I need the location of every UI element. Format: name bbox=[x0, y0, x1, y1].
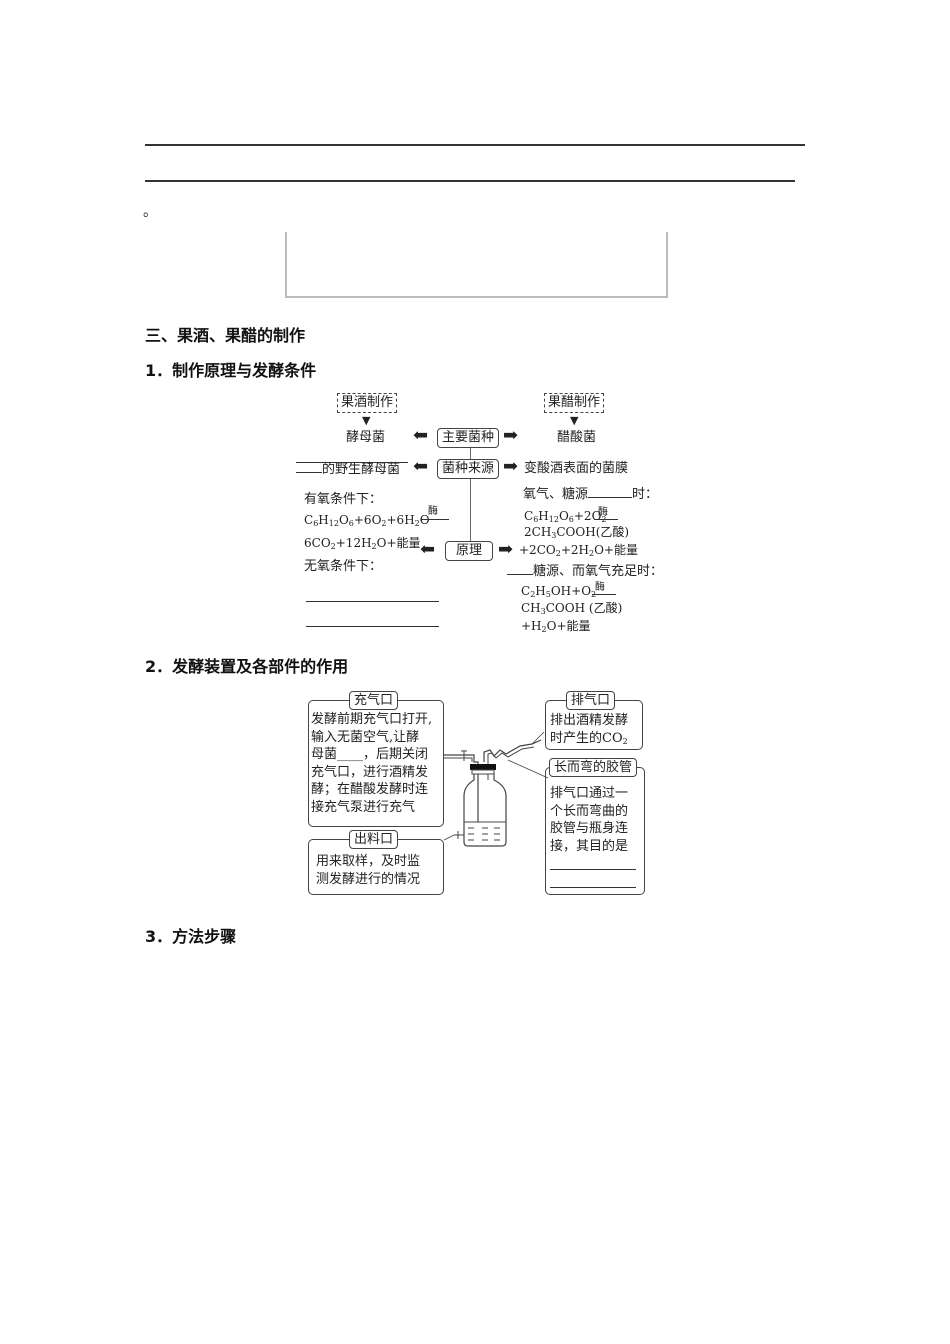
aerobic-label: 有氧条件下： bbox=[304, 492, 383, 507]
tube-description: 排气口通过一 个长而弯曲的 胶管与瓶身连 接，其目的是 bbox=[550, 786, 629, 854]
answer-blank[interactable] bbox=[296, 472, 322, 473]
vinegar-condition-1: 氧气、糖源时： bbox=[523, 487, 659, 502]
wild-yeast-source: 的野生酵母菌 bbox=[296, 461, 400, 478]
tube-title: 长而弯的胶管 bbox=[549, 758, 638, 777]
answer-blank[interactable] bbox=[550, 869, 636, 870]
enzyme-label: 酶 bbox=[595, 582, 605, 593]
connector-line bbox=[470, 448, 471, 459]
principle-box: 原理 bbox=[445, 541, 494, 561]
inlet-description: 发酵前期充气口打开, 输入无菌空气,让酵 母菌____，后期关闭 充气口，进行酒… bbox=[311, 712, 433, 815]
reaction-arrow bbox=[421, 519, 449, 520]
arrow-right-icon: ➡ bbox=[503, 456, 519, 477]
blank-over-line bbox=[296, 462, 408, 463]
acetobacter-label: 醋酸菌 bbox=[557, 430, 597, 445]
fruit-vinegar-header: 果醋制作 bbox=[544, 393, 605, 413]
answer-blank[interactable] bbox=[306, 626, 439, 627]
vinegar-equation-1a: C6H12O6+2O2 bbox=[524, 509, 607, 524]
inlet-frame bbox=[308, 700, 444, 827]
vinegar-equation-1b: 2CH3COOH(乙酸) bbox=[524, 525, 630, 540]
arrow-left-icon: ⬅ bbox=[413, 456, 429, 477]
section-title: 三、果酒、果醋的制作 bbox=[145, 326, 306, 345]
aerobic-equation-reactants: C6H12O6+6O2+6H2O bbox=[304, 513, 430, 528]
outlet-title: 出料口 bbox=[349, 830, 399, 849]
inlet-title: 充气口 bbox=[349, 691, 399, 710]
answer-blank[interactable] bbox=[550, 887, 636, 888]
subsection-2-title: 2．发酵装置及各部件的作用 bbox=[145, 657, 349, 676]
connector-line bbox=[470, 479, 471, 541]
aerobic-equation-products: 6CO2+12H2O+能量 bbox=[304, 536, 421, 551]
arrow-right-icon: ➡ bbox=[503, 425, 519, 446]
fruit-wine-header: 果酒制作 bbox=[337, 393, 398, 413]
arrow-down-icon: ▼ bbox=[362, 414, 371, 427]
subsection-3-title: 3．方法步骤 bbox=[145, 927, 237, 946]
subsection-1-title: 1．制作原理与发酵条件 bbox=[145, 361, 317, 380]
main-strain-box: 主要菌种 bbox=[437, 428, 500, 448]
outlet-description: 用来取样，及时监 测发酵进行的情况 bbox=[316, 854, 421, 887]
reaction-arrow bbox=[592, 594, 616, 595]
answer-blank[interactable] bbox=[507, 574, 533, 575]
tube-frame bbox=[545, 767, 645, 895]
arrow-left-icon: ⬅ bbox=[413, 425, 429, 446]
anaerobic-label: 无氧条件下： bbox=[304, 559, 383, 574]
enzyme-label: 酶 bbox=[598, 507, 608, 518]
vinegar-equation-1c: +2CO2+2H2O+能量 bbox=[519, 543, 638, 558]
answer-blank[interactable] bbox=[306, 601, 439, 602]
answer-line-2 bbox=[145, 180, 795, 182]
arrow-right-icon: ➡ bbox=[498, 539, 514, 560]
reaction-arrow bbox=[594, 519, 618, 520]
vinegar-source: 变酸酒表面的菌膜 bbox=[524, 461, 629, 476]
answer-line-1 bbox=[145, 144, 805, 146]
period-mark: 。 bbox=[143, 204, 157, 220]
arrow-down-icon: ▼ bbox=[570, 414, 579, 427]
empty-frame bbox=[285, 232, 668, 298]
exhaust-title: 排气口 bbox=[566, 691, 616, 710]
answer-blank[interactable] bbox=[588, 497, 633, 498]
fermentation-bottle-icon bbox=[443, 731, 549, 847]
strain-source-box: 菌种来源 bbox=[437, 459, 500, 479]
enzyme-label: 酶 bbox=[428, 506, 438, 517]
exhaust-description: 排出酒精发酵 时产生的CO2 bbox=[550, 713, 629, 746]
vinegar-equation-2c: +H2O+能量 bbox=[521, 619, 591, 634]
vinegar-equation-2b: CH3COOH (乙酸) bbox=[521, 601, 623, 616]
vinegar-condition-2: 糖源、而氧气充足时： bbox=[507, 563, 663, 580]
yeast-label: 酵母菌 bbox=[346, 430, 386, 445]
arrow-left-icon: ⬅ bbox=[420, 539, 436, 560]
vinegar-equation-2a: C2H5OH+O2 bbox=[521, 584, 597, 599]
